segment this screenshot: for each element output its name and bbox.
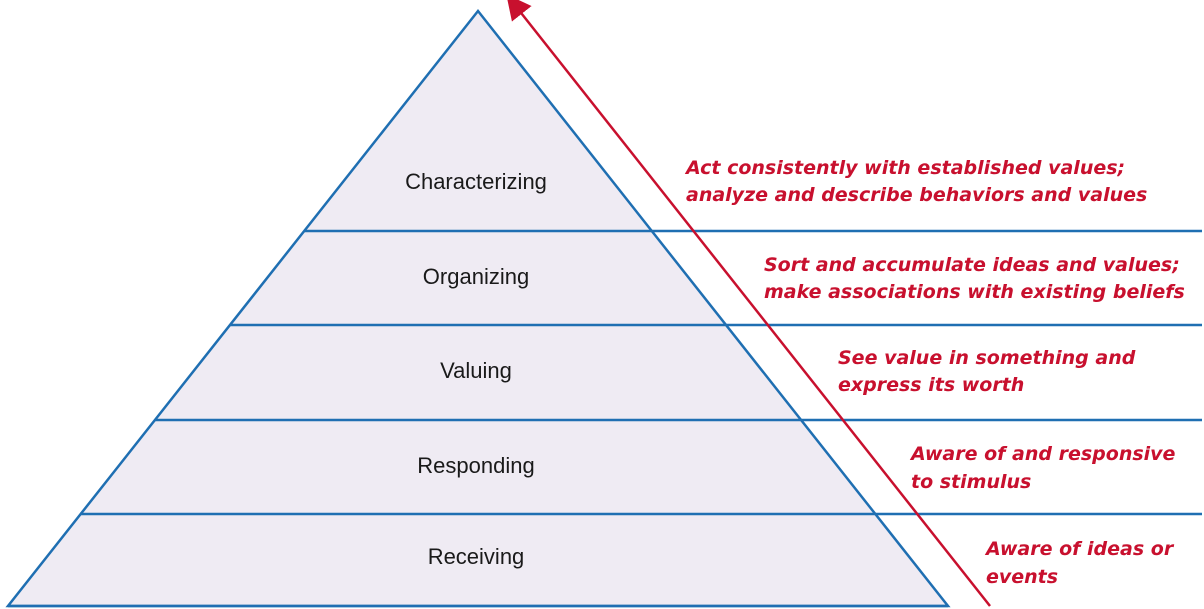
description-characterizing-line-2: analyze and describe behaviors and value…: [686, 184, 1147, 206]
description-organizing-line-2: make associations with existing beliefs: [764, 281, 1185, 303]
level-descriptions: Act consistently with established values…: [684, 157, 1185, 588]
ascending-arrow: [506, 0, 991, 607]
level-dividers: [8, 229, 1202, 608]
description-valuing-line-1: See value in something and: [838, 347, 1136, 369]
description-receiving-line-1: Aware of ideas or: [984, 538, 1175, 560]
pyramid-triangle: [5, 8, 951, 608]
description-organizing-line-1: Sort and accumulate ideas and values;: [764, 254, 1180, 276]
description-valuing-line-2: express its worth: [838, 374, 1024, 396]
level-label-organizing: Organizing: [423, 264, 529, 289]
level-label-valuing: Valuing: [440, 358, 512, 383]
level-labels: Characterizing Organizing Valuing Respon…: [405, 169, 547, 569]
level-label-receiving: Receiving: [428, 544, 525, 569]
description-responding-line-2: to stimulus: [911, 471, 1031, 493]
description-characterizing-line-1: Act consistently with established values…: [684, 157, 1125, 179]
description-responding-line-1: Aware of and responsive: [909, 443, 1176, 465]
level-label-characterizing: Characterizing: [405, 169, 547, 194]
level-label-responding: Responding: [417, 453, 534, 478]
description-receiving-line-2: events: [986, 566, 1058, 588]
